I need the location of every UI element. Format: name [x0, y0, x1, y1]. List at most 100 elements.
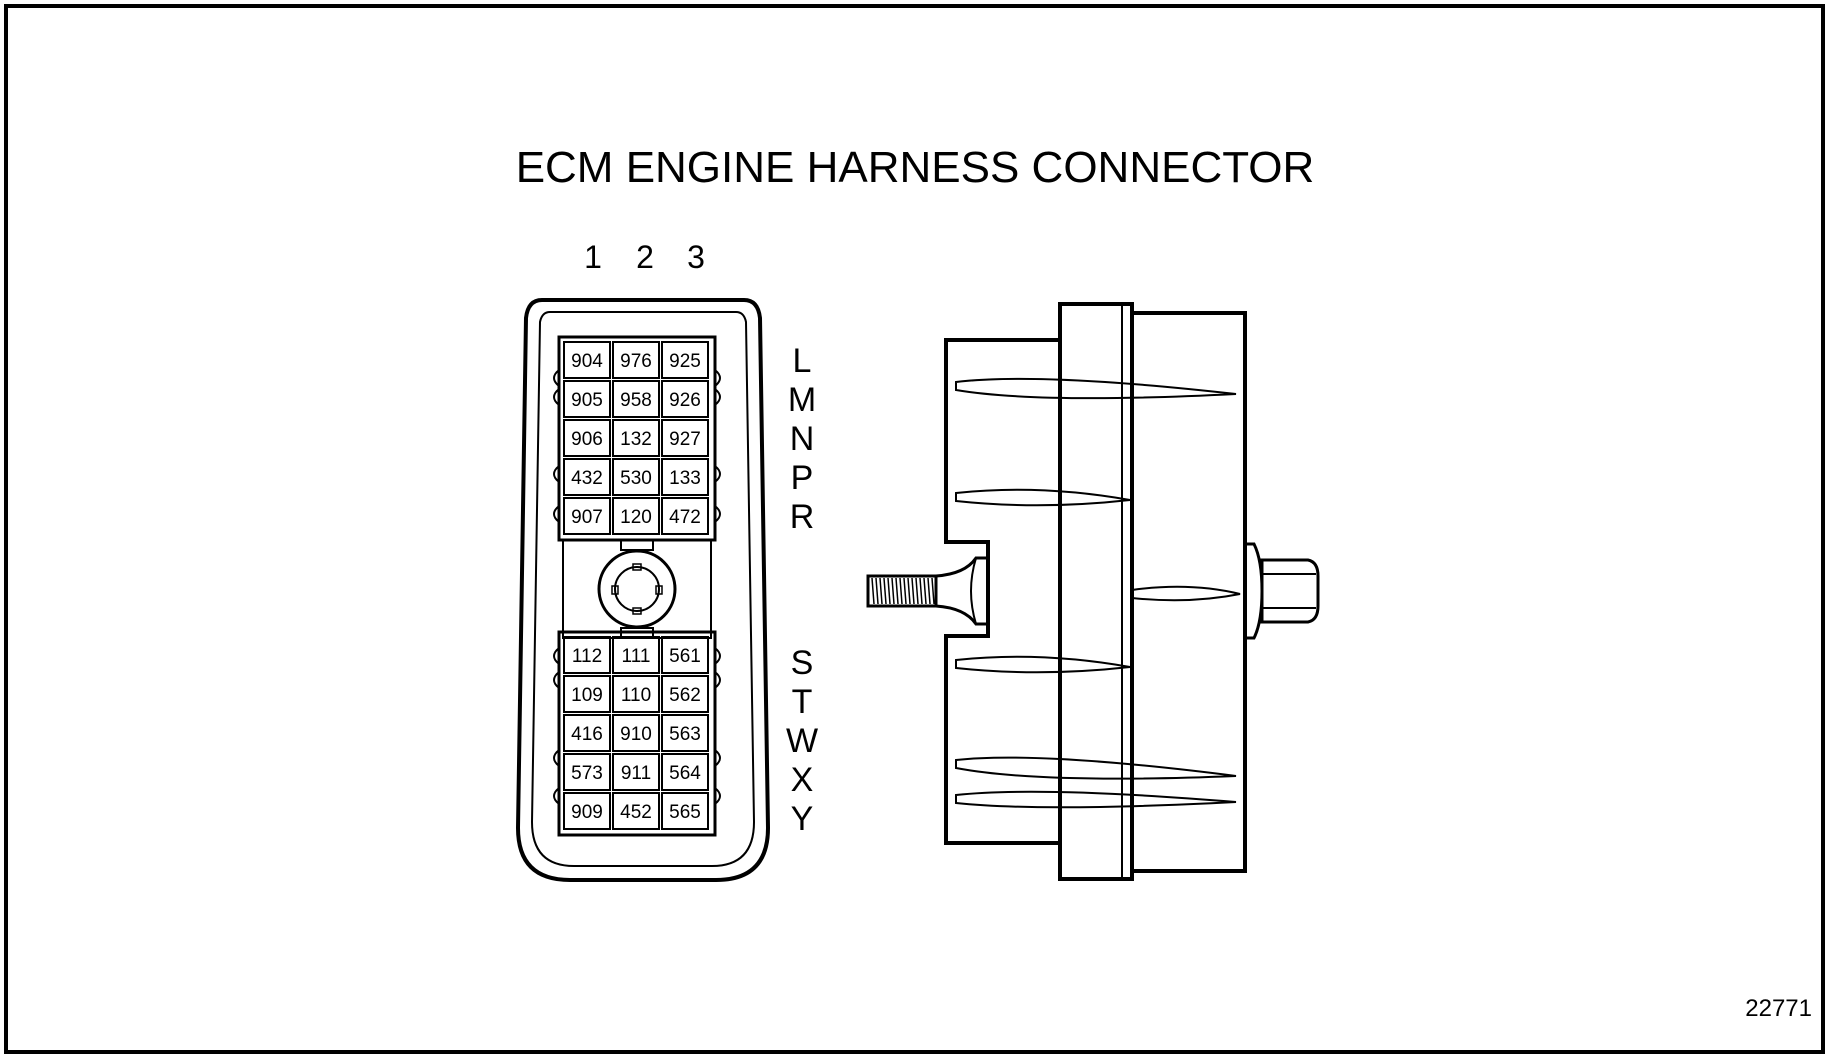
stud-thread [923, 577, 927, 605]
pin-number: 110 [621, 685, 651, 706]
latch-nubs [553, 369, 721, 805]
stud-thread [903, 577, 907, 605]
pin-number: 132 [620, 429, 652, 450]
pin-cavity: 905 [563, 380, 611, 418]
latch-nub [553, 505, 560, 523]
pin-number: 416 [571, 724, 603, 745]
pin-cavity: 564 [661, 753, 709, 791]
row-label: Y [791, 800, 814, 838]
pin-cavity-box [563, 636, 611, 674]
pin-cavity: 573 [563, 753, 611, 791]
stud-thread [915, 577, 919, 605]
stud-thread [899, 577, 903, 605]
latch-nub [714, 465, 721, 483]
pin-number: 926 [669, 390, 701, 411]
pin-cavity: 452 [612, 792, 660, 830]
pin-cavity-box [661, 675, 709, 713]
connector-face-outer-shell [515, 298, 771, 882]
pin-number: 562 [669, 685, 701, 706]
pin-cavity: 911 [612, 753, 660, 791]
pin-cavity: 563 [661, 714, 709, 752]
latch-nub [714, 647, 721, 665]
side-ridge [955, 488, 1131, 507]
pin-cavity: 110 [612, 675, 660, 713]
pin-number: 563 [669, 724, 701, 745]
pin-number: 911 [621, 763, 651, 784]
pin-number: 904 [571, 351, 603, 372]
pin-number: 958 [620, 390, 652, 411]
row-label: S [791, 644, 814, 682]
pin-cavity: 562 [661, 675, 709, 713]
pin-cavity-box [612, 714, 660, 752]
side-hex-nut [1260, 558, 1320, 624]
pin-cavity: 472 [661, 497, 709, 535]
side-ridge [955, 655, 1131, 674]
pin-number: 907 [571, 507, 603, 528]
pin-cavity-box [612, 497, 660, 535]
latch-nub [714, 369, 721, 387]
pin-number: 109 [571, 685, 603, 706]
upper-pin-block-frame [557, 335, 717, 542]
latch-nub [553, 369, 560, 387]
stud-thread [875, 577, 879, 605]
stud-thread [887, 577, 891, 605]
pin-cavity: 561 [661, 636, 709, 674]
pin-cavity-box [612, 675, 660, 713]
pin-number: 432 [571, 468, 603, 489]
row-label: N [790, 420, 815, 458]
pin-number: 452 [620, 802, 652, 823]
pin-number: 927 [669, 429, 701, 450]
side-stud-flare-line [970, 557, 977, 625]
pin-cavity-box [612, 458, 660, 496]
row-label: R [790, 498, 815, 536]
stud-thread [871, 577, 875, 605]
pin-cavity-box [661, 341, 709, 379]
pin-number: 472 [669, 507, 701, 528]
side-ridge [955, 377, 1237, 400]
side-threaded-stud [866, 574, 938, 608]
pin-cavity-box [612, 419, 660, 457]
pin-number: 111 [622, 646, 651, 667]
pin-cavity-box [612, 753, 660, 791]
side-stud-flare [935, 556, 990, 626]
pin-cavity: 132 [612, 419, 660, 457]
figure-border [4, 4, 1825, 1054]
latch-nub [553, 787, 560, 805]
pin-cavity-box [563, 341, 611, 379]
latch-nub [714, 787, 721, 805]
pin-cavity: 909 [563, 792, 611, 830]
pin-cavity: 907 [563, 497, 611, 535]
pin-number: 905 [571, 390, 603, 411]
pin-cavity: 133 [661, 458, 709, 496]
latch-nub [714, 749, 721, 767]
pin-cavity-box [661, 497, 709, 535]
pin-number: 565 [669, 802, 701, 823]
pin-cavity: 109 [563, 675, 611, 713]
row-label: T [792, 683, 813, 721]
pin-cavity: 927 [661, 419, 709, 457]
row-label: M [788, 381, 816, 419]
pin-cavity-box [612, 636, 660, 674]
pin-number: 530 [620, 468, 652, 489]
pin-cavity: 112 [563, 636, 611, 674]
figure-number: 22771 [1745, 995, 1812, 1022]
stud-thread [879, 577, 883, 605]
pin-cavity: 976 [612, 341, 660, 379]
pin-cavity-box [661, 714, 709, 752]
center-bolt-inner-ring [614, 566, 660, 612]
stud-thread [907, 577, 911, 605]
pin-cavity-box [563, 419, 611, 457]
pin-cavity: 926 [661, 380, 709, 418]
pin-number: 120 [620, 507, 652, 528]
pin-cavity: 565 [661, 792, 709, 830]
pin-cavity-box [661, 792, 709, 830]
center-bolt-key [611, 585, 619, 595]
column-labels: 1 2 3 [584, 239, 705, 275]
pin-number: 910 [620, 724, 652, 745]
pin-cavity-box [612, 341, 660, 379]
lower-pin-block: 112 111 561 109 110 562 416 910 563 573 911 564 909 4… [557, 630, 717, 837]
pin-cavity-box [563, 792, 611, 830]
